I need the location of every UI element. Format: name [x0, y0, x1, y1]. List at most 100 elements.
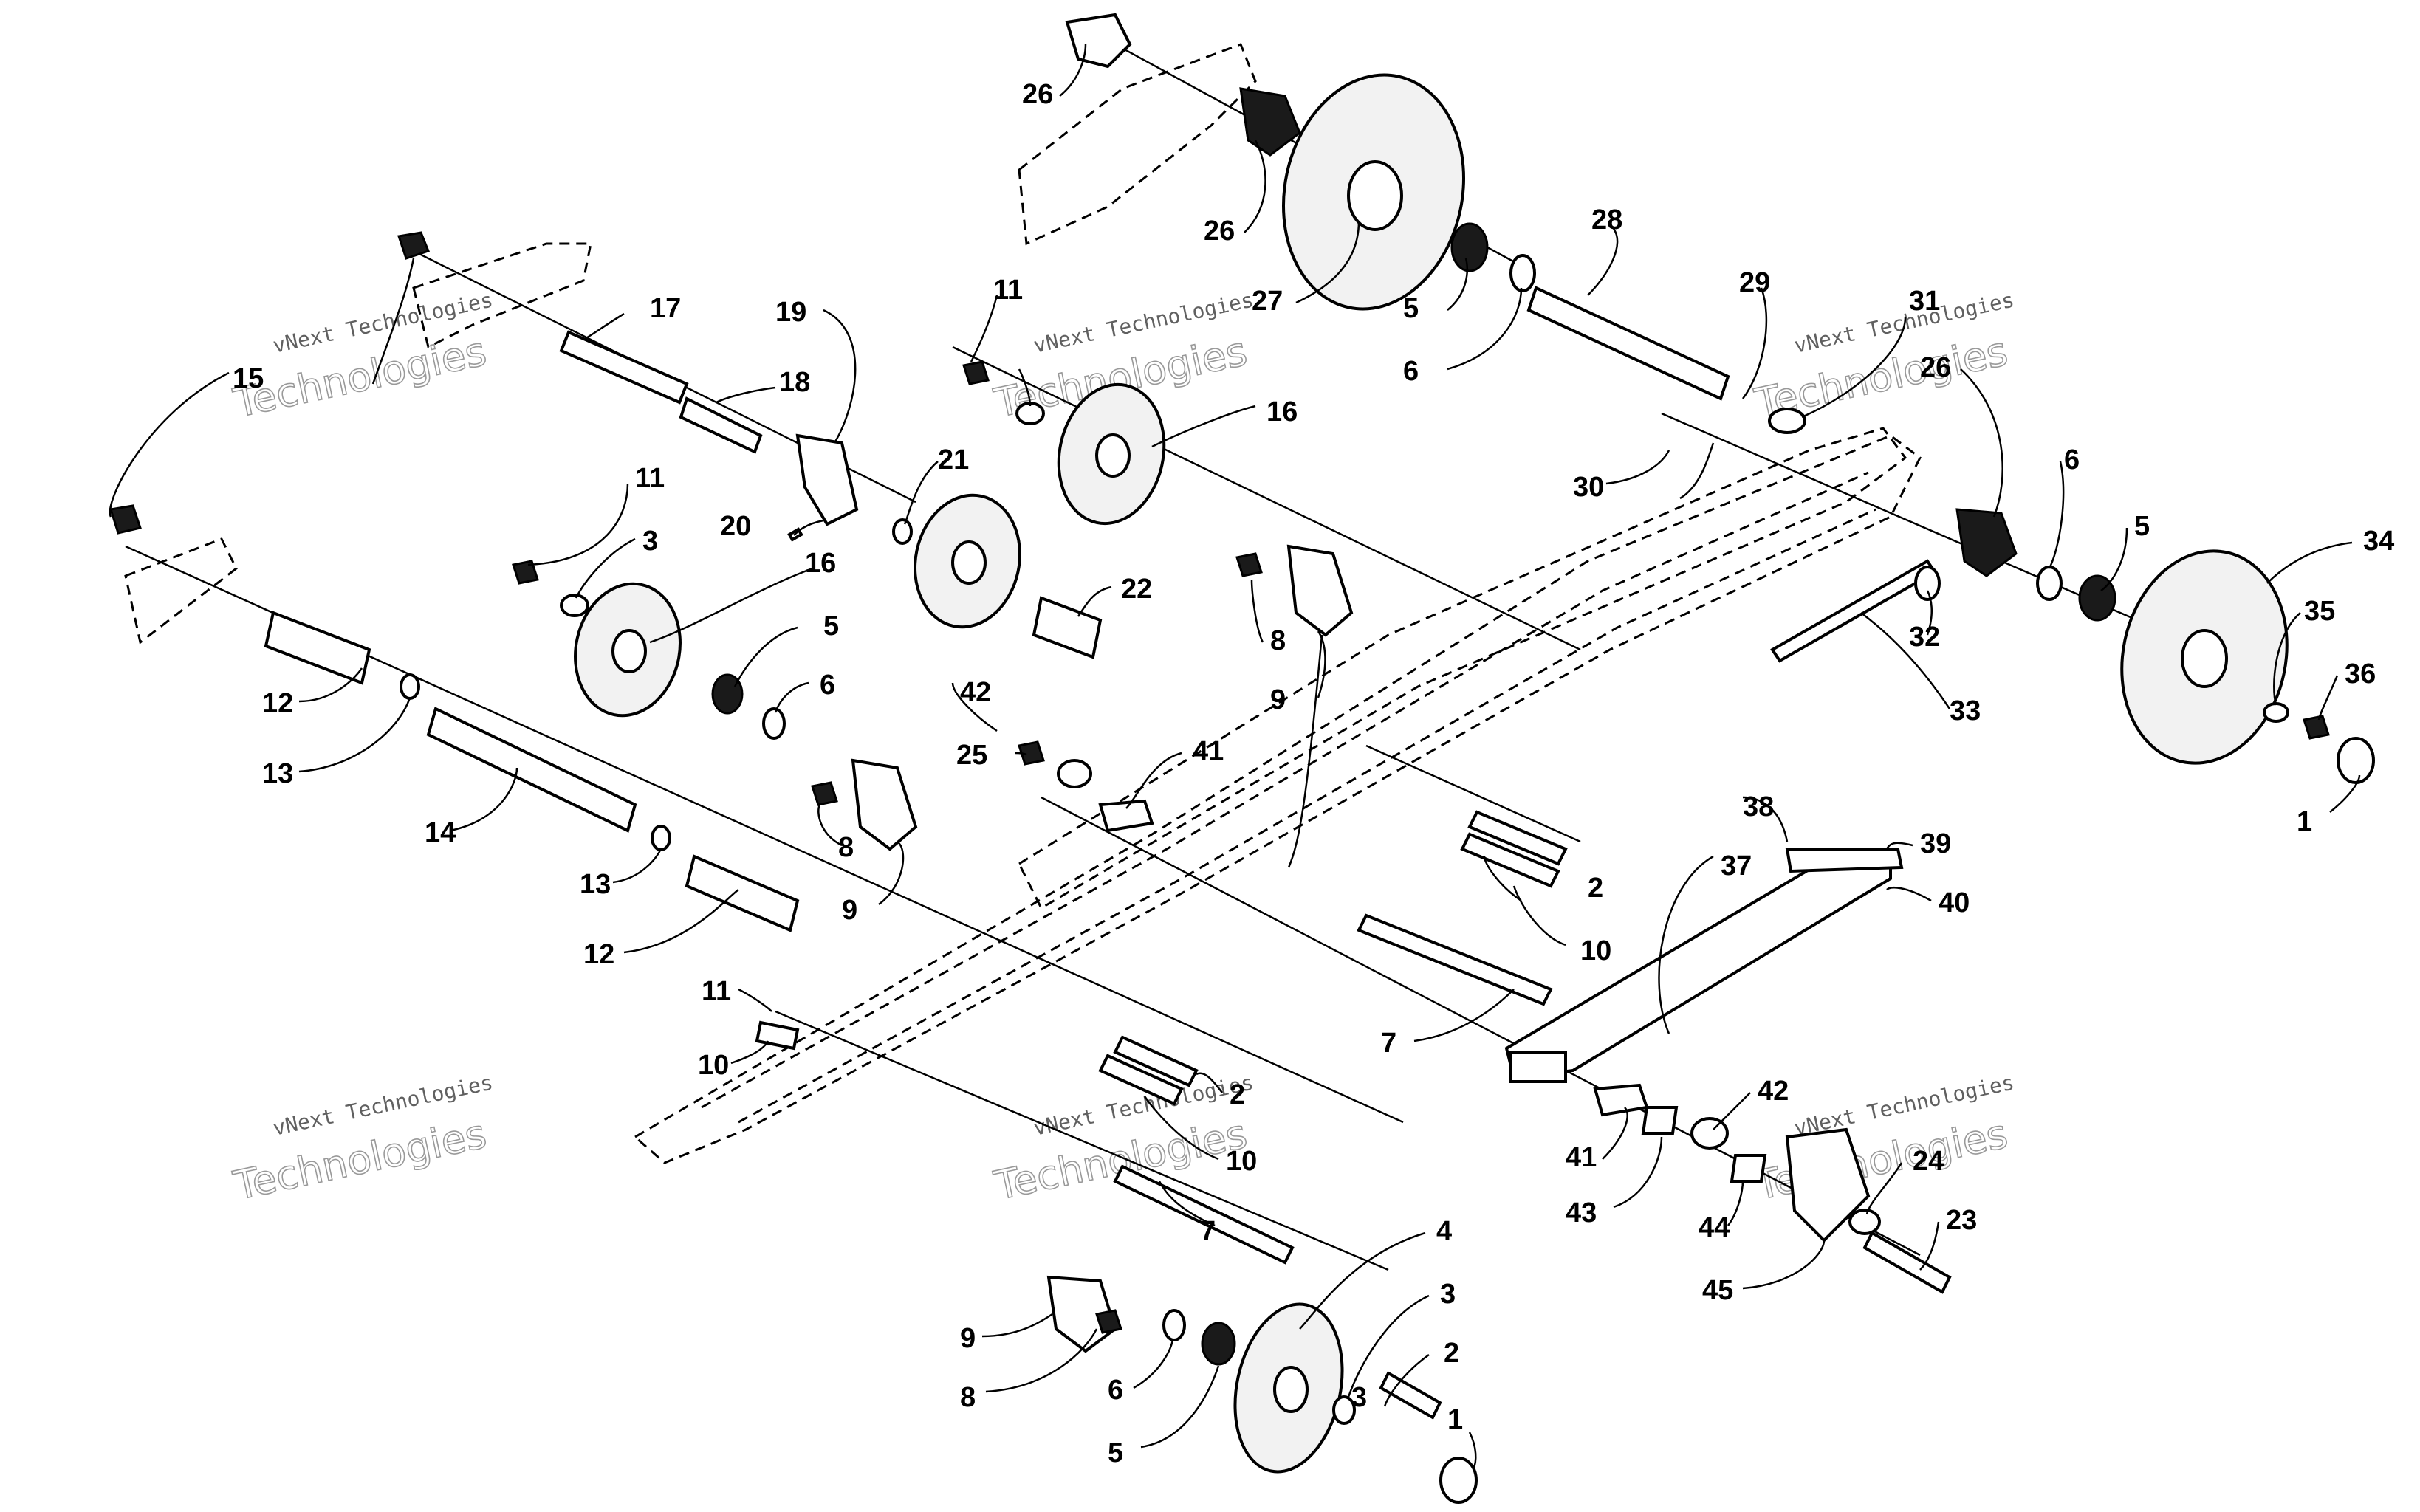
bumper-41-top [1098, 799, 1154, 833]
wheel-bore [611, 629, 647, 673]
bearing-5-left [711, 673, 744, 715]
left-rail-outline [633, 434, 1922, 1164]
callout-35: 35 [2304, 596, 2335, 627]
right-rail-outline [1018, 427, 1907, 910]
callout-36: 36 [2345, 659, 2376, 690]
nut-8-left [811, 781, 838, 806]
callout-17: 17 [650, 293, 681, 324]
pivot-arm-9-right [1286, 544, 1354, 637]
callout-39: 39 [1920, 828, 1951, 859]
callout-5: 5 [2134, 511, 2150, 542]
ring-6-bottom [1162, 1309, 1186, 1341]
bumper-41-bottom [1593, 1083, 1649, 1117]
callout-13: 13 [262, 758, 293, 789]
callout-41: 41 [1193, 736, 1224, 767]
callout-30: 30 [1573, 472, 1604, 503]
bearing-5-top [1450, 222, 1489, 272]
callout-33: 33 [1950, 695, 1981, 726]
washer-31 [1768, 408, 1806, 434]
callout-6: 6 [2064, 444, 2080, 475]
spring-38 [1785, 848, 1904, 873]
rear-wheel-right [1914, 508, 2375, 784]
spacer-17 [559, 330, 689, 405]
upper-rail-fragment [1018, 43, 1257, 246]
callout-44: 44 [1699, 1212, 1730, 1243]
washer-42-top [1057, 759, 1092, 788]
callout-15: 15 [233, 363, 264, 394]
callout-12: 12 [583, 939, 614, 970]
hub-26 [1239, 87, 1301, 157]
callout-32: 32 [1909, 622, 1940, 653]
spacer-22 [1032, 596, 1103, 659]
callout-42: 42 [1758, 1076, 1789, 1107]
nut-11-left [512, 560, 539, 585]
callout-6: 6 [820, 670, 835, 701]
washer-32 [1914, 566, 1941, 601]
callout-19: 19 [775, 297, 806, 328]
callout-27: 27 [1252, 286, 1283, 317]
watermark: vNext Technologies Technologies [229, 1070, 495, 1209]
callout-9: 9 [960, 1323, 976, 1354]
callout-5: 5 [1403, 293, 1419, 324]
callout-24: 24 [1913, 1146, 1944, 1177]
callout-31: 31 [1909, 286, 1940, 317]
wheel-bore-27 [1347, 160, 1403, 231]
bolt-10-left [755, 1020, 800, 1051]
washer-3-right [1015, 402, 1045, 425]
callout-22: 22 [1121, 574, 1152, 605]
bracket-19 [795, 433, 859, 526]
bolt-10-top [1460, 832, 1560, 888]
callout-11: 11 [702, 976, 731, 1007]
ring-6-right [2036, 566, 2063, 601]
callout-11: 11 [993, 275, 1023, 306]
cap-1-right [2337, 737, 2375, 784]
callout-8: 8 [960, 1382, 976, 1413]
assembly-axes [125, 43, 2172, 1271]
idler-wheels [512, 360, 1166, 740]
callout-7: 7 [1200, 1216, 1216, 1247]
pivot-arm-9-bottom [1046, 1275, 1117, 1353]
callout-2: 2 [1588, 873, 1603, 904]
wheel-bore [1095, 433, 1131, 478]
callouts: 26 26 27 5 6 28 29 31 26 30 6 5 34 35 36… [233, 79, 2394, 1468]
callout-6: 6 [1403, 356, 1419, 387]
callout-6: 6 [1108, 1375, 1123, 1406]
callout-42: 42 [960, 677, 991, 708]
ring-13-top [400, 673, 420, 700]
bolt-7-top [1357, 913, 1553, 1006]
sleeve-12-top [264, 611, 371, 685]
left-rail-fragment [412, 242, 592, 349]
callout-28: 28 [1591, 205, 1622, 236]
shaft-28 [1526, 286, 1730, 401]
bolt-2-mid [1113, 1035, 1199, 1087]
bolt-23 [1862, 1231, 1952, 1294]
callout-9: 9 [1270, 684, 1286, 715]
callout-40: 40 [1939, 887, 1970, 918]
spring-37 [1504, 855, 1892, 1080]
callout-10: 10 [1580, 935, 1611, 966]
ring-6-left [762, 707, 786, 740]
rear-wheel-bottom [1162, 1302, 1478, 1504]
watermark: vNext Technologies Technologies [990, 1070, 1255, 1209]
callout-2: 2 [1444, 1338, 1459, 1369]
spring-clamp [1509, 1051, 1567, 1083]
bolt-2-top [1467, 810, 1568, 866]
washer-42-bottom [1690, 1117, 1729, 1150]
callout-10: 10 [698, 1050, 729, 1081]
bearing-5-bottom [1201, 1322, 1236, 1366]
watermark: vNext Technologies Technologies [1750, 287, 2016, 427]
callout-12: 12 [262, 688, 293, 719]
callout-3: 3 [1440, 1279, 1456, 1310]
callout-4: 4 [1436, 1216, 1452, 1247]
callout-11: 11 [635, 463, 665, 494]
leaf-spring [1504, 848, 1904, 1083]
callout-38: 38 [1743, 791, 1774, 822]
callout-18: 18 [779, 367, 810, 398]
ring-6-top [1509, 254, 1536, 292]
bracket-26-top [1065, 13, 1132, 69]
nut-8-right [1235, 552, 1263, 577]
sleeve-12-bottom [685, 854, 800, 932]
callout-25: 25 [956, 740, 987, 771]
callout-45: 45 [1702, 1275, 1733, 1306]
